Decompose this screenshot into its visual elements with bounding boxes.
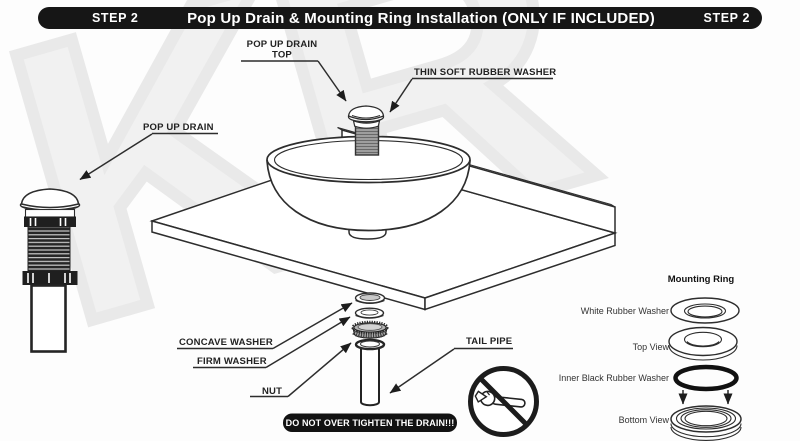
concave-washer-part [354,292,386,305]
nut-part [351,320,389,339]
inner-black-rubber-washer-ring [673,364,739,392]
concave-washer-callout: CONCAVE WASHER [177,302,353,350]
drain-tailpiece [30,284,67,353]
step-label-left: STEP 2 [92,11,139,25]
firm-washer-leader-line [265,316,351,369]
nut-leader-line [287,342,352,398]
pop-up-drain-top-callout: POP UP DRAIN TOP [241,39,347,102]
drain-lower-nut-knurls [27,273,71,283]
concave-washer-leader-line [272,302,353,350]
prohibition-slash [478,376,529,427]
pop-up-drain-top-leader-line [317,60,347,102]
pop-up-drain-top-label-line1: POP UP DRAIN [247,39,318,50]
tail-pipe-label: TAIL PIPE [466,336,512,347]
tail-pipe-callout: TAIL PIPE [389,336,513,394]
header-bar: STEP 2 Pop Up Drain & Mounting Ring Inst… [38,7,762,29]
bottom-view-label: Bottom View [619,415,670,425]
drain-top-dome [347,105,385,121]
nut-label: NUT [262,386,282,397]
firm-washer-label: FIRM WASHER [197,356,267,367]
mounting-ring-title: Mounting Ring [668,274,735,285]
thin-soft-rubber-washer-leader-line [389,78,413,113]
thin-soft-rubber-washer-part [352,119,381,129]
vessel-sink [266,135,471,240]
thin-soft-rubber-washer-callout: THIN SOFT RUBBER WASHER [389,67,556,113]
warning-text: DO NOT OVER TIGHTEN THE DRAIN!!! [286,418,455,428]
top-view-label: Top View [633,342,670,352]
white-rubber-washer-ring [670,297,740,324]
no-wrench-symbol [468,366,539,437]
inner-black-rubber-washer-label: Inner Black Rubber Washer [559,373,669,383]
drain-top-assembly [347,105,385,156]
top-view-ring [668,326,738,361]
washer-stack [351,292,389,407]
drain-upper-nut [24,216,76,227]
drain-upper-nut-knurls [29,218,67,226]
firm-washer-callout: FIRM WASHER [193,316,351,369]
mounting-ring-section: Mounting Ring White Rubber Washer Top Vi… [559,274,742,441]
page-title: Pop Up Drain & Mounting Ring Installatio… [187,9,655,27]
warning-banner: DO NOT OVER TIGHTEN THE DRAIN!!! [283,413,457,432]
pop-up-drain-label: POP UP DRAIN [143,122,214,133]
pop-up-drain-callout: POP UP DRAIN [79,122,218,181]
wrench-icon [474,390,526,408]
warning-pill [283,413,457,432]
pop-up-drain-leader-line [79,133,153,181]
drain-lower-nut [22,271,78,285]
tail-pipe-leader-line [389,348,455,394]
step-label-right: STEP 2 [703,11,750,25]
drain-cap-dome [20,188,80,209]
white-rubber-washer-label: White Rubber Washer [581,306,669,316]
sink-foot [348,230,387,240]
thin-soft-rubber-washer-label: THIN SOFT RUBBER WASHER [414,67,556,78]
pop-up-drain-top-label-line2: TOP [272,50,292,61]
firm-washer-part [354,307,385,319]
tail-pipe-part [354,338,386,407]
drain-top-seam [351,114,381,119]
drain-threaded-body [27,226,71,272]
bottom-view-ring [670,405,742,441]
concave-washer-label: CONCAVE WASHER [179,337,273,348]
drain-collar [24,208,76,218]
countertop-front-right-face [424,231,616,311]
nut-callout: NUT [250,342,352,398]
pop-up-drain-assembly [19,188,81,353]
